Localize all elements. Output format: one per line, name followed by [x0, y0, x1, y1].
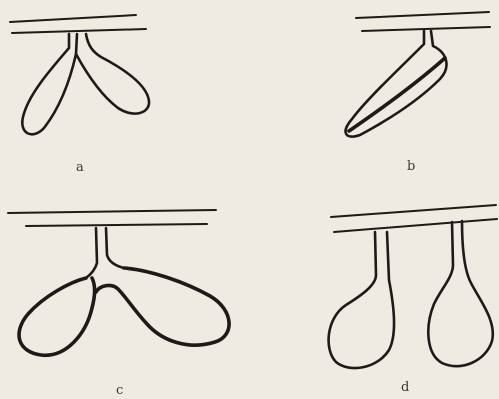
figure-d-left-sac [329, 232, 394, 368]
figure-c-label: c [116, 383, 123, 398]
figure-a-right-sac [76, 34, 149, 114]
figure-d-tube-bottom [334, 219, 497, 232]
figure-d-label: d [401, 380, 409, 395]
figure-a-tube-bottom [12, 29, 146, 33]
figure-a [10, 15, 149, 134]
figure-b-tube-bottom [362, 27, 490, 31]
figure-d [329, 205, 497, 368]
figure-b-label: b [407, 159, 415, 174]
figure-b [346, 12, 490, 137]
figure-a-tube-top [10, 15, 136, 22]
figure-d-tube-top [331, 205, 496, 217]
figure-d-right-sac [428, 221, 493, 366]
figure-c-stem [86, 228, 124, 278]
figure-c-tube-bottom [26, 224, 207, 226]
figure-c-left-sac [19, 278, 95, 355]
figure-a-left-sac [22, 34, 77, 134]
figure-c-tube-top [8, 210, 216, 213]
figure-c [8, 210, 229, 355]
figure-c-right-sac [96, 268, 229, 345]
figure-b-tube-top [356, 12, 489, 18]
figure-a-label: a [76, 160, 84, 175]
